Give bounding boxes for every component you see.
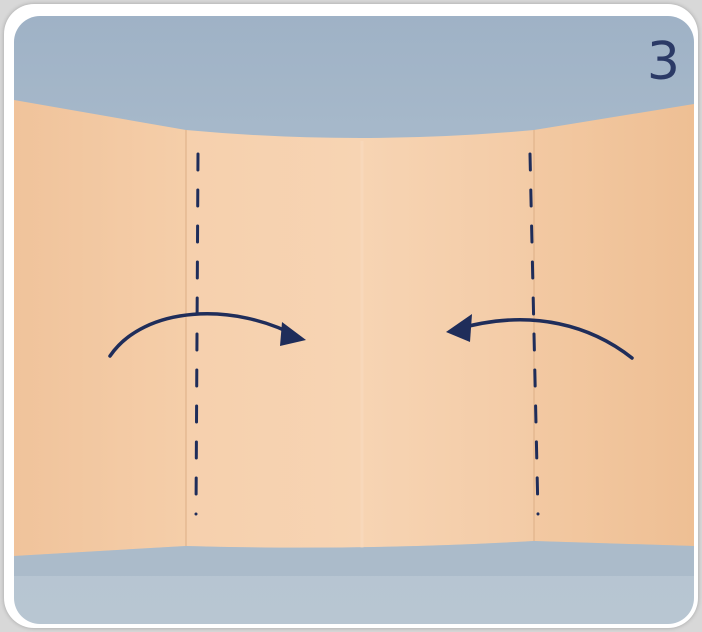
image-frame: 3 [4,4,698,628]
paper-center-panel [186,130,534,548]
origami-photo: 3 [14,16,694,624]
step-number-label: 3 [647,36,680,88]
origami-illustration [14,16,694,624]
paper-left-flap [14,100,186,556]
